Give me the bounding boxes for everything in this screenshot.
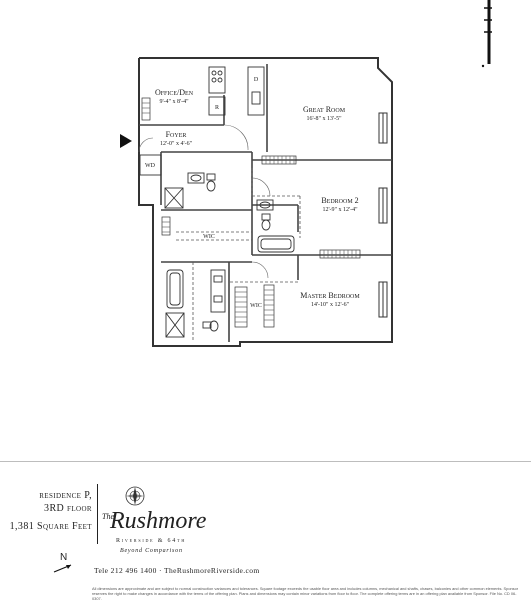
floor-plan: Office/Den 9'-4" x 8'-4" Great Room 16'-… — [120, 0, 492, 347]
room-name-master: Master Bedroom — [300, 291, 360, 300]
room-dims-office: 9'-4" x 8'-4" — [159, 99, 189, 105]
residence-label: residence P, — [39, 490, 92, 501]
legal-disclaimer: All dimensions are approximate and are s… — [92, 586, 519, 601]
area-label: 1,381 Square Feet — [9, 521, 92, 532]
room-name-bed2: Bedroom 2 — [321, 196, 358, 205]
label-wd: WD — [145, 163, 156, 169]
compass-fragment — [481, 0, 492, 68]
room-dims-foyer: 12'-0" x 4'-6" — [160, 141, 193, 147]
floor-label: 3RD floor — [44, 503, 92, 514]
bathroom-1 — [164, 172, 216, 209]
label-refrigerator: R — [215, 105, 219, 111]
windows — [378, 112, 388, 318]
north-arrow-icon — [53, 564, 72, 573]
brand-name: Rushmore — [110, 508, 207, 534]
kitchen — [208, 66, 265, 116]
outer-walls — [138, 57, 393, 347]
entry-arrow-icon — [120, 134, 132, 148]
master-bathroom — [165, 269, 226, 338]
label-dishwasher: D — [254, 77, 259, 83]
dashed-lines — [176, 168, 301, 342]
brand-the: The — [102, 512, 114, 521]
brand-tagline: Beyond Comparison — [120, 548, 183, 554]
brand-location: Riverside & 64th — [116, 538, 187, 544]
room-name-great: Great Room — [303, 105, 346, 114]
room-name-foyer: Foyer — [166, 130, 187, 139]
label-wic-lower: WIC — [250, 303, 262, 309]
room-name-office: Office/Den — [155, 88, 194, 97]
north-label: N — [60, 552, 68, 563]
room-dims-bed2: 12'-9" x 12'-4" — [322, 207, 358, 213]
washer-dryer — [139, 154, 162, 176]
radiators — [141, 97, 361, 328]
contact-line: Tele 212 496 1400 · TheRushmoreRiverside… — [94, 566, 260, 575]
doors — [138, 124, 271, 279]
room-dims-great: 16'-8" x 13'-5" — [306, 116, 342, 122]
room-dims-master: 14'-10" x 12'-6" — [311, 302, 350, 308]
label-wic-upper: WIC — [203, 234, 215, 240]
bathroom-2 — [256, 199, 295, 253]
column-divider — [97, 484, 98, 544]
rushmore-logo-emblem — [125, 486, 145, 506]
footer-rule — [0, 461, 531, 462]
